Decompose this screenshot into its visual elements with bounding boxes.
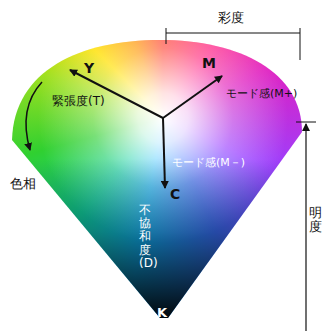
lightness-arrow [305, 124, 306, 331]
chroma-tick [166, 28, 167, 44]
hue-arrow [26, 82, 42, 150]
axis-label: モード感(M+) [226, 87, 297, 100]
axis-letter: C [170, 186, 180, 203]
lightness-label: 明度 [309, 206, 322, 235]
axis-letter: Y [84, 60, 94, 77]
axis-letter: M [202, 55, 216, 72]
apex-letter: K [157, 305, 167, 321]
axis-label: モード感(M－) [172, 156, 245, 169]
chroma-label: 彩度 [218, 10, 244, 26]
chroma-line [166, 33, 300, 34]
c-axis [163, 118, 165, 188]
hue-label: 色相 [10, 176, 36, 192]
axis-label: 不協和度(D) [139, 204, 151, 270]
lightness-tick [296, 122, 316, 123]
axis-label: 緊張度(T) [52, 94, 105, 108]
m-axis [163, 76, 222, 118]
